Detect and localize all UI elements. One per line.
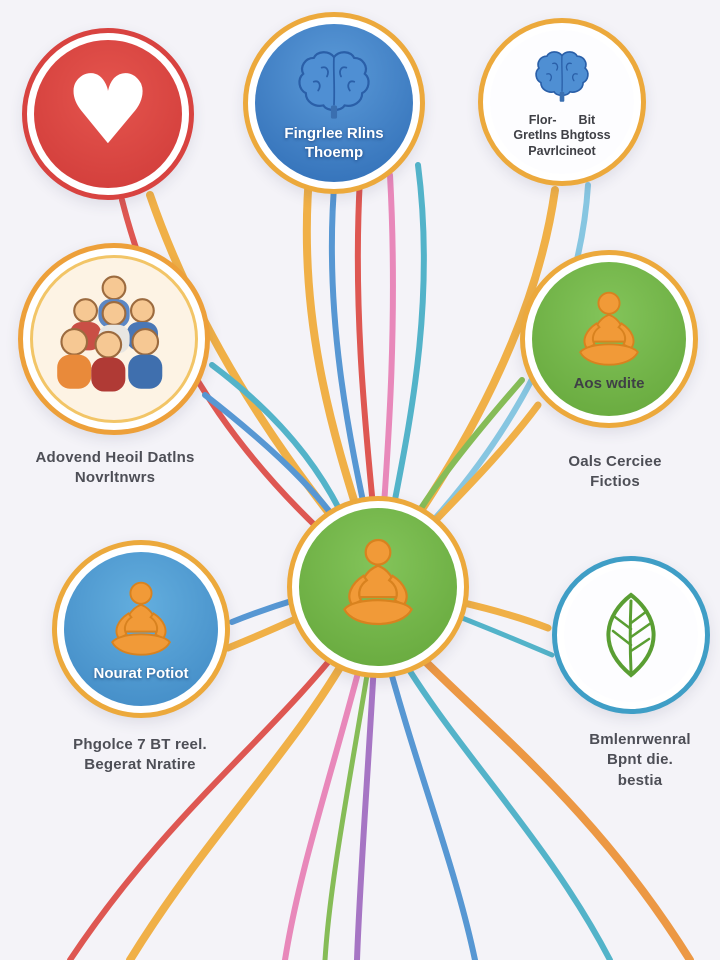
brain-right-caption-line3: Pavrlcineot xyxy=(528,143,596,158)
node-blue-left: Nourat Potiot xyxy=(52,540,230,718)
green-right-label: Oals Cerciee Fictios xyxy=(568,453,662,491)
meditation-icon xyxy=(579,291,639,366)
people-icon xyxy=(56,275,164,393)
brain-icon xyxy=(535,50,589,103)
meditation-icon xyxy=(111,581,171,656)
node-people xyxy=(18,243,210,435)
brain-right-caption-line1b: Bit xyxy=(578,112,596,127)
node-heart: ♥ xyxy=(22,28,194,200)
people-label: Adovend Heoil Datlns Novrltnwrs xyxy=(35,449,195,487)
leaf-icon xyxy=(606,593,656,677)
node-brain-top: Fingrlee Rlins Thoemp xyxy=(243,12,425,194)
blue-left-label: Phgolce 7 BT reel. Begerat Nratire xyxy=(73,736,207,774)
brain-top-caption-line2: Thoemp xyxy=(304,144,364,161)
meditation-icon xyxy=(343,538,413,626)
green-right-caption: Aos wdite xyxy=(573,374,645,392)
brain-icon xyxy=(298,51,370,121)
node-center xyxy=(287,496,469,678)
brain-top-caption-line1: Fingrlee Rlins xyxy=(284,125,384,143)
node-green-right: Aos wdite xyxy=(520,250,698,428)
brain-right-caption-line1a: Flor- xyxy=(528,112,557,127)
blue-left-caption: Nourat Potiot xyxy=(93,664,189,682)
brain-right-caption-line2: Gretlns Bhgtoss xyxy=(513,128,611,143)
node-brain-right: Flor- Bit Gretlns Bhgtoss Pavrlcineot xyxy=(478,18,646,186)
heart-icon: ♥ xyxy=(64,54,152,166)
leaf-label: Bmlenrwenral Bpnt die. bestia xyxy=(589,731,691,789)
node-leaf xyxy=(552,556,710,714)
